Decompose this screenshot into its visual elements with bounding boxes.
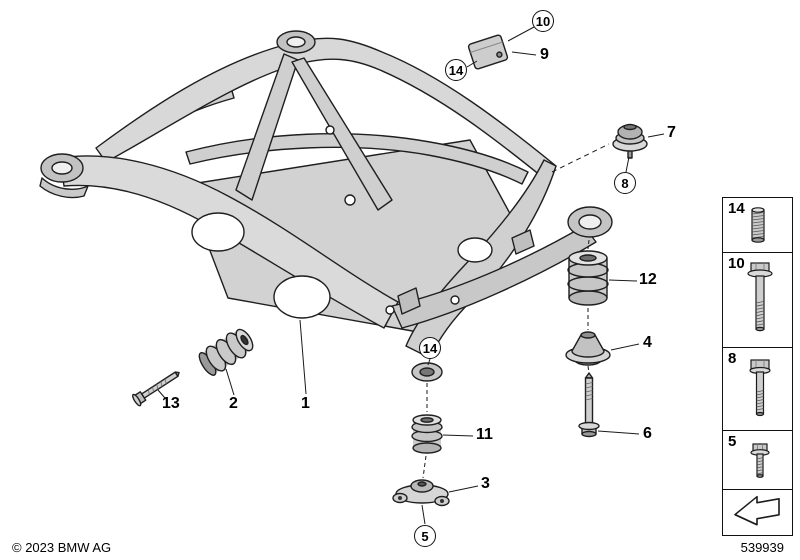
part-label-11: 11 <box>476 426 493 443</box>
legend-box-arrow <box>722 489 793 536</box>
direction-arrow-icon <box>734 495 780 526</box>
part-13-bolt <box>132 371 180 407</box>
part-label-4: 4 <box>643 334 652 351</box>
callout-8: 8 <box>614 172 636 194</box>
legend-label-8: 8 <box>728 350 737 367</box>
part-6-bolt <box>578 372 600 438</box>
legend-box-5: 5 <box>722 430 793 490</box>
part-2-bushing <box>198 328 254 376</box>
callout-14-top: 14 <box>445 59 467 81</box>
part-label-9: 9 <box>540 46 549 63</box>
part-3-mount <box>392 479 450 507</box>
hex-bolt-icon <box>749 359 771 417</box>
part-label-3: 3 <box>481 475 490 492</box>
part-label-1: 1 <box>301 395 310 412</box>
part-9-vibration-damper <box>467 34 509 70</box>
subframe-mount-eyes <box>40 30 613 382</box>
flange-bolt-icon <box>747 262 773 332</box>
part-label-6: 6 <box>643 425 652 442</box>
part-label-13: 13 <box>162 395 180 412</box>
part-11-bushing <box>411 414 443 454</box>
legend-box-14: 14 <box>722 197 793 253</box>
part-7-rubber-mount <box>612 123 648 159</box>
part-label-2: 2 <box>229 395 238 412</box>
part-label-7: 7 <box>667 124 676 141</box>
callout-5: 5 <box>414 525 436 547</box>
threaded-stud-icon <box>751 207 765 243</box>
leader-lines <box>157 26 665 525</box>
legend-label-14: 14 <box>728 200 745 217</box>
part-12-hydro-bushing <box>567 250 609 306</box>
legend-box-8: 8 <box>722 347 793 431</box>
subframe-holes <box>191 125 493 319</box>
part-label-12: 12 <box>639 271 657 288</box>
small-screw-icon <box>750 443 770 478</box>
legend-box-10: 10 <box>722 252 793 348</box>
callout-14-center: 14 <box>419 337 441 359</box>
copyright-notice: © 2023 BMW AG <box>12 540 112 555</box>
legend-label-10: 10 <box>728 255 745 272</box>
callout-10: 10 <box>532 10 554 32</box>
part-4-mount <box>565 331 611 366</box>
legend-label-5: 5 <box>728 433 737 450</box>
diagram-number: 539939 <box>740 540 784 555</box>
